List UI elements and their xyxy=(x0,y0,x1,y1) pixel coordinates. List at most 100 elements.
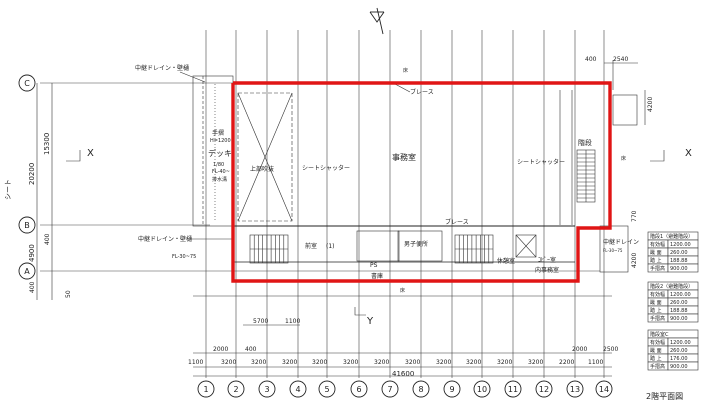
table-title: 階段室C xyxy=(650,331,669,338)
grid-col-bubble-10: 10 xyxy=(473,380,491,398)
dim-bottom: 3200 xyxy=(343,359,358,366)
north-arrow-icon xyxy=(369,7,385,35)
grid-col-label: 8 xyxy=(418,385,423,394)
grid-col-bubble-9: 9 xyxy=(443,380,461,398)
grid-col-bubble-4: 4 xyxy=(289,380,307,398)
table-cell-key: 有効幅 xyxy=(650,241,665,248)
grid-row-bubble-C: C xyxy=(18,74,36,92)
dim-1100: 1100 xyxy=(285,318,300,325)
brace-top-label: ブレース xyxy=(410,88,434,96)
right-annex: 中継ドレイン FL-30~75 400 2540 4200 770 4200 xyxy=(585,56,654,273)
table-cell-value: 260.00 xyxy=(670,300,688,306)
table-cell-value: 188.88 xyxy=(670,308,688,314)
grid-col-label: 12 xyxy=(539,385,549,394)
inner-office-label: 内事務室 xyxy=(535,266,559,274)
front-room-label: 前室 xyxy=(305,242,317,250)
grid-col-bubble-2: 2 xyxy=(227,380,245,398)
grid-col-bubble-8: 8 xyxy=(412,380,430,398)
grid-col-label: 7 xyxy=(387,385,392,394)
drain-top-label: 中継ドレイン・壁樋 xyxy=(135,64,189,72)
fl-right-label: FL-30~75 xyxy=(603,248,623,253)
table-cell-key: 手摺高 xyxy=(650,265,665,272)
bottom-dimensions: 5700 1100 2000 400 2000 2500 1100 3200 320… xyxy=(188,295,618,378)
drain-right-label: 中継ドレイン xyxy=(603,238,639,246)
dim-left-15300: 15300 xyxy=(43,133,51,155)
grid-col-label: 14 xyxy=(599,385,609,394)
dim-bottom: 3200 xyxy=(374,359,389,366)
dim-bottom: 1100 xyxy=(588,359,603,366)
table-cell-value: 1200.00 xyxy=(670,292,691,298)
grid-row-label: C xyxy=(24,79,30,88)
grid-col-bubble-6: 6 xyxy=(350,380,368,398)
grid-col-label: 13 xyxy=(570,385,580,394)
brace-mid-label: ブレース xyxy=(445,218,469,226)
dim-left-400a: 400 xyxy=(44,233,51,245)
grid-col-bubble-3: 3 xyxy=(258,380,276,398)
table-cell-key: 蹴 面 xyxy=(650,299,662,306)
core-band: 前室 (1) 書庫 PS 男子便所 休憩室 ｺﾋﾟｰ室 内事務室 ブレース 中継… xyxy=(138,218,575,294)
rest-room-label: 休憩室 xyxy=(497,257,515,265)
table-cell-key: 手摺高 xyxy=(650,315,665,322)
floor-mark-right: 床 xyxy=(621,155,626,162)
upper-void-label: 上部吹抜 xyxy=(250,165,274,173)
grid-col-label: 4 xyxy=(295,385,300,394)
dim-bottom: 3200 xyxy=(466,359,481,366)
upper-void: 上部吹抜 xyxy=(237,92,293,222)
axis-x-right: X xyxy=(685,148,692,159)
grid-row-label: A xyxy=(24,267,30,276)
dim-sub-2500: 2500 xyxy=(603,346,618,353)
right-stair xyxy=(559,90,596,225)
table-cell-key: 蹴 面 xyxy=(650,249,662,256)
grid-col-label: 3 xyxy=(264,385,269,394)
dim-sub-2000a: 2000 xyxy=(213,346,228,353)
axis-markers: X X Y xyxy=(66,148,692,327)
table-cell-key: 踏 上 xyxy=(650,307,662,314)
dim-right-770: 770 xyxy=(631,210,638,222)
grid-col-label: 11 xyxy=(508,385,518,394)
stair-table-2: 階段2（避難階段）有効幅 1200.00 蹴 面 260.00 踏 上 188.88 手摺高… xyxy=(647,281,699,323)
dim-sub-2000b: 2000 xyxy=(572,346,587,353)
grid-col-bubble-1: 1 xyxy=(197,380,215,398)
table-cell-value: 176.00 xyxy=(670,356,688,362)
grid-col-bubble-12: 12 xyxy=(535,380,553,398)
grid-lines-vertical xyxy=(205,30,605,378)
deck-area: 手摺 H=1200 デッキ 1/80 FL-40~ 排水溝 xyxy=(192,75,234,227)
table-cell-key: 有効幅 xyxy=(650,291,665,298)
table-cell-value: 1200.00 xyxy=(670,340,691,346)
deck-label: デッキ xyxy=(208,148,232,158)
grid-col-bubble-7: 7 xyxy=(381,380,399,398)
dim-bottom: 3200 xyxy=(497,359,512,366)
grid-row-label: B xyxy=(24,221,30,230)
left-dimensions: 15300 20200 400 4900 400 シート 50 xyxy=(4,83,72,300)
grid-row-bubble-A: A xyxy=(18,262,36,280)
table-cell-value: 900.00 xyxy=(670,364,688,370)
table-title: 階段2（避難階段） xyxy=(650,283,693,290)
dim-top-2540: 2540 xyxy=(613,56,628,63)
handrail-label: 手摺 xyxy=(212,129,224,137)
grid-col-label: 5 xyxy=(324,385,329,394)
dim-bottom: 3200 xyxy=(251,359,266,366)
plan-title: 2階平面図 xyxy=(646,391,683,401)
dim-5700: 5700 xyxy=(253,318,268,325)
fl-deck-label: FL-40~ xyxy=(212,169,230,175)
slope-label: 1/80 xyxy=(213,162,224,168)
grid-col-bubble-14: 14 xyxy=(595,380,613,398)
dim-sub-400: 400 xyxy=(245,346,257,353)
dim-bottom: 1100 xyxy=(188,359,203,366)
dim-bottom: 3200 xyxy=(436,359,451,366)
grid-col-label: 2 xyxy=(233,385,238,394)
sheet-label: シート xyxy=(4,179,12,200)
office-label: 事務室 xyxy=(392,152,416,162)
drain-mid-label: 中継ドレイン・壁樋 xyxy=(138,235,192,243)
dim-left-small: 50 xyxy=(65,290,72,298)
dim-left-4900: 4900 xyxy=(28,244,36,262)
dim-bottom: 3200 xyxy=(282,359,297,366)
table-cell-value: 900.00 xyxy=(670,266,688,272)
floor-mark-top: 床 xyxy=(403,67,408,74)
dim-top-400: 400 xyxy=(585,56,597,63)
copy-room-label: ｺﾋﾟｰ室 xyxy=(538,256,556,264)
dim-bottom: 2200 xyxy=(559,359,574,366)
grid-col-label: 9 xyxy=(449,385,454,394)
grid-col-label: 1 xyxy=(203,385,208,394)
